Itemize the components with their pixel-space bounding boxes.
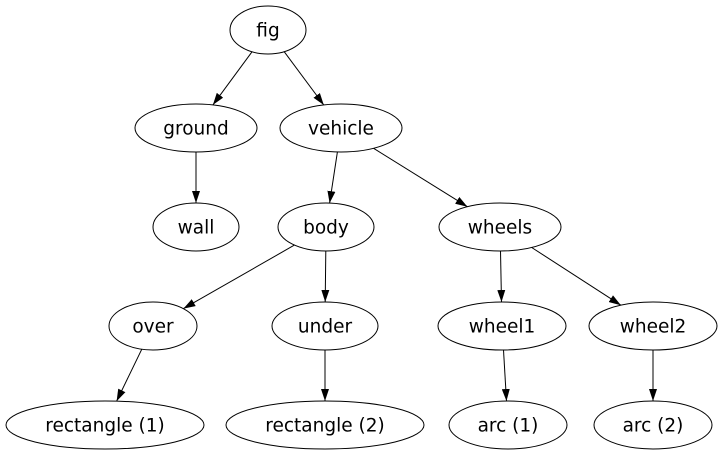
node-wheels: wheels bbox=[438, 202, 562, 252]
node-wheel2: wheel2 bbox=[588, 301, 718, 351]
node-ellipse-rectangle2 bbox=[225, 400, 425, 450]
edge-body-under bbox=[321, 250, 330, 303]
node-ellipse-arc1 bbox=[448, 400, 568, 450]
node-fig: fig bbox=[229, 5, 307, 55]
node-label-arc1: arc (1) bbox=[478, 416, 539, 437]
node-rectangle1: rectangle (1) bbox=[5, 400, 205, 450]
node-ellipse-arc2 bbox=[593, 400, 713, 450]
edge-body-over bbox=[183, 244, 295, 310]
node-label-wheel2: wheel2 bbox=[620, 317, 687, 338]
node-label-under: under bbox=[298, 317, 353, 338]
edge-wheel1-arc1 bbox=[501, 349, 510, 402]
node-label-rectangle1: rectangle (1) bbox=[45, 416, 164, 437]
node-ellipse-wall bbox=[152, 202, 240, 252]
node-label-body: body bbox=[303, 218, 349, 239]
edge-over-rectangle1 bbox=[116, 348, 143, 402]
node-ellipse-wheel2 bbox=[588, 301, 718, 351]
node-ellipse-rectangle1 bbox=[5, 400, 205, 450]
node-label-vehicle: vehicle bbox=[308, 119, 374, 140]
edge-fig-ground bbox=[212, 51, 253, 106]
node-ellipse-body bbox=[277, 202, 375, 252]
node-ellipse-ground bbox=[134, 103, 258, 153]
node-vehicle: vehicle bbox=[279, 103, 403, 153]
node-label-wheels: wheels bbox=[468, 218, 532, 239]
node-over: over bbox=[108, 301, 198, 351]
node-arc1: arc (1) bbox=[448, 400, 568, 450]
node-label-arc2: arc (2) bbox=[623, 416, 684, 437]
node-wheel1: wheel1 bbox=[437, 301, 567, 351]
edge-wheels-wheel2 bbox=[531, 247, 622, 306]
node-ellipse-wheel1 bbox=[437, 301, 567, 351]
node-label-rectangle2: rectangle (2) bbox=[265, 416, 384, 437]
node-under: under bbox=[271, 301, 379, 351]
node-ground: ground bbox=[134, 103, 258, 153]
node-body: body bbox=[277, 202, 375, 252]
node-rectangle2: rectangle (2) bbox=[225, 400, 425, 450]
node-label-ground: ground bbox=[163, 119, 228, 140]
nodes-layer: fig ground vehicle wall body wheels over under w… bbox=[5, 5, 718, 450]
node-ellipse-over bbox=[108, 301, 198, 351]
edge-fig-vehicle bbox=[283, 51, 325, 106]
edge-vehicle-body bbox=[327, 151, 338, 204]
node-label-fig: fig bbox=[256, 21, 279, 42]
node-ellipse-under bbox=[271, 301, 379, 351]
node-ellipse-wheels bbox=[438, 202, 562, 252]
node-ellipse-vehicle bbox=[279, 103, 403, 153]
node-label-wheel1: wheel1 bbox=[469, 317, 536, 338]
node-arc2: arc (2) bbox=[593, 400, 713, 450]
edge-wheels-wheel1 bbox=[497, 250, 506, 303]
node-wall: wall bbox=[152, 202, 240, 252]
edge-vehicle-wheels bbox=[373, 147, 468, 208]
node-ellipse-fig bbox=[229, 5, 307, 55]
node-label-over: over bbox=[132, 317, 174, 338]
edges-layer bbox=[116, 51, 657, 402]
node-label-wall: wall bbox=[178, 218, 215, 239]
